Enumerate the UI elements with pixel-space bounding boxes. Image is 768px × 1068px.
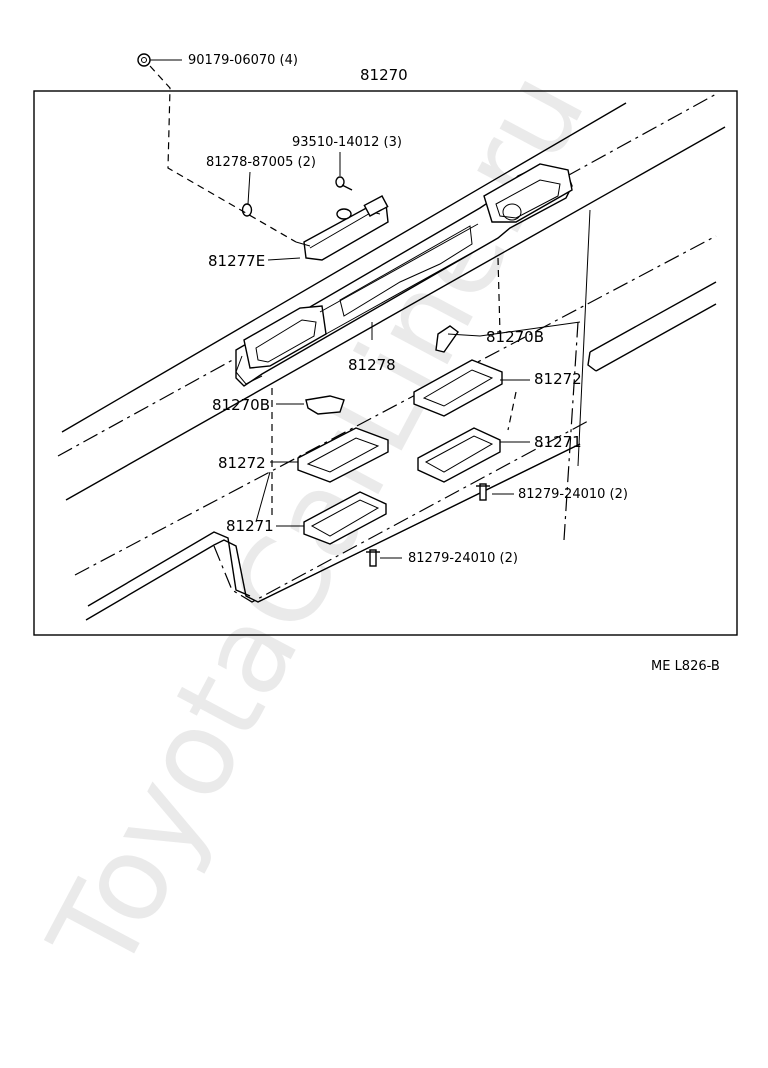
bulb-left-part (305, 395, 345, 415)
label-bulb-right: 81270B (486, 328, 544, 346)
label-assembly: 81270 (360, 66, 408, 84)
lens-right-part (417, 427, 501, 483)
label-socket: 81277E (208, 252, 265, 270)
grommet-part (241, 203, 253, 217)
socket-part (295, 195, 389, 261)
lens-left-part (303, 491, 387, 545)
bulb-right-part (435, 325, 459, 353)
gasket-left-part (297, 427, 389, 483)
label-gasket-right: 81272 (534, 370, 582, 388)
label-lens-left: 81271 (226, 517, 274, 535)
label-nut: 90179-06070 (4) (188, 53, 298, 68)
nut-part (137, 53, 151, 67)
label-housing: 81278 (348, 356, 396, 374)
gasket-right-part (413, 359, 503, 417)
label-screw-top: 93510-14012 (3) (292, 135, 402, 150)
label-bulb-left: 81270B (212, 396, 270, 414)
label-gasket-left: 81272 (218, 454, 266, 472)
screw-right-part (476, 483, 490, 501)
label-screw-bottom: 81279-24010 (2) (408, 551, 518, 566)
label-lens-right: 81271 (534, 433, 582, 451)
body-panel-lines (57, 92, 726, 621)
label-grommet: 81278-87005 (2) (206, 155, 316, 170)
leader-lines (149, 59, 581, 559)
assembly-frame (33, 90, 738, 636)
lamp-housing (235, 163, 573, 387)
screw-top-part (335, 176, 353, 191)
screw-bottom-part (366, 549, 380, 567)
figure-code: ME L826-B (651, 659, 720, 674)
label-screw-right: 81279-24010 (2) (518, 487, 628, 502)
